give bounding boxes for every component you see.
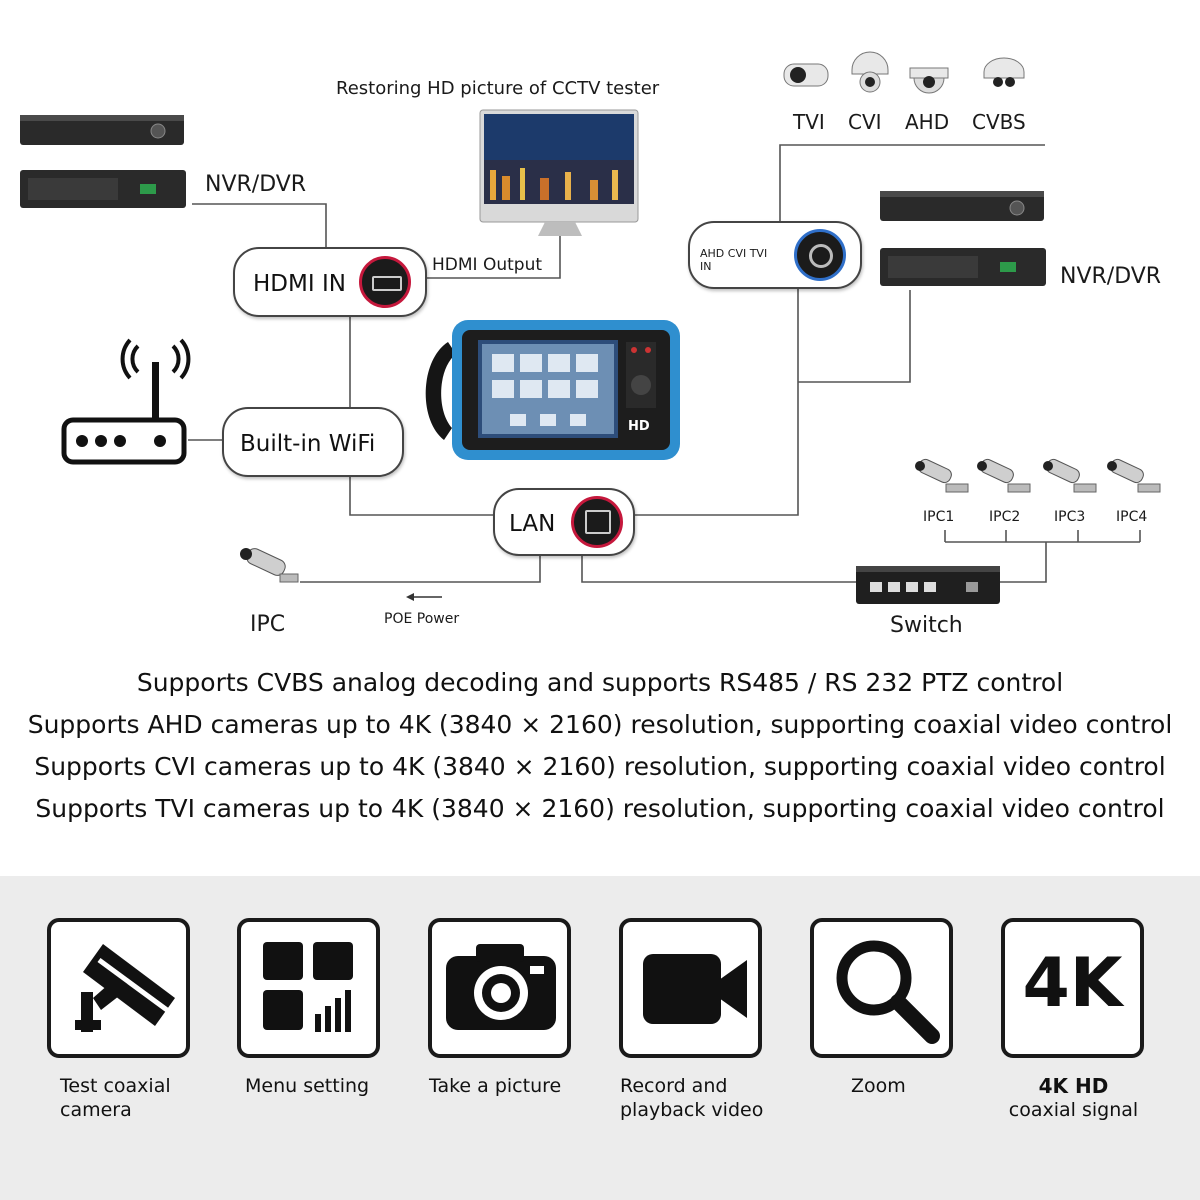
switch-label: Switch: [890, 613, 963, 638]
lan-port-icon: [571, 496, 623, 548]
hdmi-in-pill: HDMI IN: [233, 247, 427, 317]
spec-tvi: Supports TVI cameras up to 4K (3840 × 21…: [35, 794, 1165, 823]
lan-pill: LAN: [493, 488, 635, 556]
spec-cvbs: Supports CVBS analog decoding and suppor…: [136, 668, 1064, 697]
ipc4-label: IPC4: [1116, 509, 1148, 525]
feature-caption-menu: Menu setting: [245, 1075, 370, 1097]
cctv-tester-icon: [425, 320, 680, 460]
analog-in-pill: AHD CVI TVI IN: [688, 221, 862, 289]
connection-diagram: [20, 51, 1161, 604]
feature-caption-4k: 4K HD coaxial signal: [1008, 1074, 1139, 1121]
spec-cvi: Supports CVI cameras up to 4K (3840 × 21…: [34, 752, 1166, 781]
nvr-dvr-left-icon: [20, 115, 186, 208]
nvr-dvr-right-icon: [880, 191, 1046, 286]
nvr-dvr-right-label: NVR/DVR: [1060, 264, 1162, 289]
camera-type-cvi: CVI: [848, 110, 882, 134]
feature-card-test-coaxial: [47, 918, 190, 1058]
menu-grid-icon: [263, 942, 353, 1032]
tester-hd-badge: HD: [628, 419, 650, 434]
camera-type-cvbs: CVBS: [972, 110, 1026, 134]
ipc3-label: IPC3: [1054, 509, 1086, 525]
wifi-pill: Built-in WiFi: [222, 407, 404, 477]
feature-card-record: [619, 918, 762, 1058]
hdmi-output-label: HDMI Output: [432, 255, 543, 275]
ipc-cameras-icon: [915, 458, 1161, 493]
hdmi-port-icon: [359, 256, 411, 308]
feature-caption-record: Record and playback video: [620, 1075, 764, 1121]
hdmi-in-label: HDMI IN: [253, 271, 346, 297]
feature-card-zoom: [810, 918, 953, 1058]
security-camera-icon: [75, 944, 175, 1032]
poe-arrow: [406, 593, 442, 601]
bnc-port-icon: [794, 229, 846, 281]
feature-caption-picture: Take a picture: [429, 1075, 562, 1097]
feature-card-menu: [237, 918, 380, 1058]
ipc1-label: IPC1: [923, 509, 955, 525]
nvr-dvr-left-label: NVR/DVR: [205, 172, 307, 197]
magnifier-icon: [836, 940, 940, 1044]
camera-icon: [446, 944, 556, 1030]
ipc-label: IPC: [250, 612, 286, 637]
monitor-icon: [479, 109, 639, 236]
ipc2-label: IPC2: [989, 509, 1021, 525]
feature-caption-test-coaxial: Test coaxial camera: [60, 1075, 171, 1121]
video-camera-icon: [643, 954, 747, 1024]
router-icon: [61, 338, 191, 465]
analog-cameras-icon: [783, 51, 1025, 94]
wifi-label: Built-in WiFi: [240, 431, 376, 457]
poe-power-label: POE Power: [384, 611, 460, 627]
feature-caption-zoom: Zoom: [851, 1075, 906, 1097]
ipc-camera-icon: [240, 548, 299, 583]
camera-type-tvi: TVI: [793, 110, 825, 134]
analog-in-label: AHD CVI TVI IN: [700, 247, 768, 273]
connection-lines: [188, 144, 1141, 583]
switch-icon: [856, 566, 1000, 604]
spec-ahd: Supports AHD cameras up to 4K (3840 × 21…: [27, 710, 1173, 739]
monitor-caption: Restoring HD picture of CCTV tester: [336, 78, 660, 99]
lan-label: LAN: [509, 511, 556, 537]
camera-type-ahd: AHD: [905, 110, 950, 134]
feature-card-4k: 4K: [1001, 918, 1144, 1058]
feature-panel: [0, 876, 1200, 1200]
4k-icon: 4K: [1022, 944, 1123, 1023]
feature-card-picture: [428, 918, 571, 1058]
